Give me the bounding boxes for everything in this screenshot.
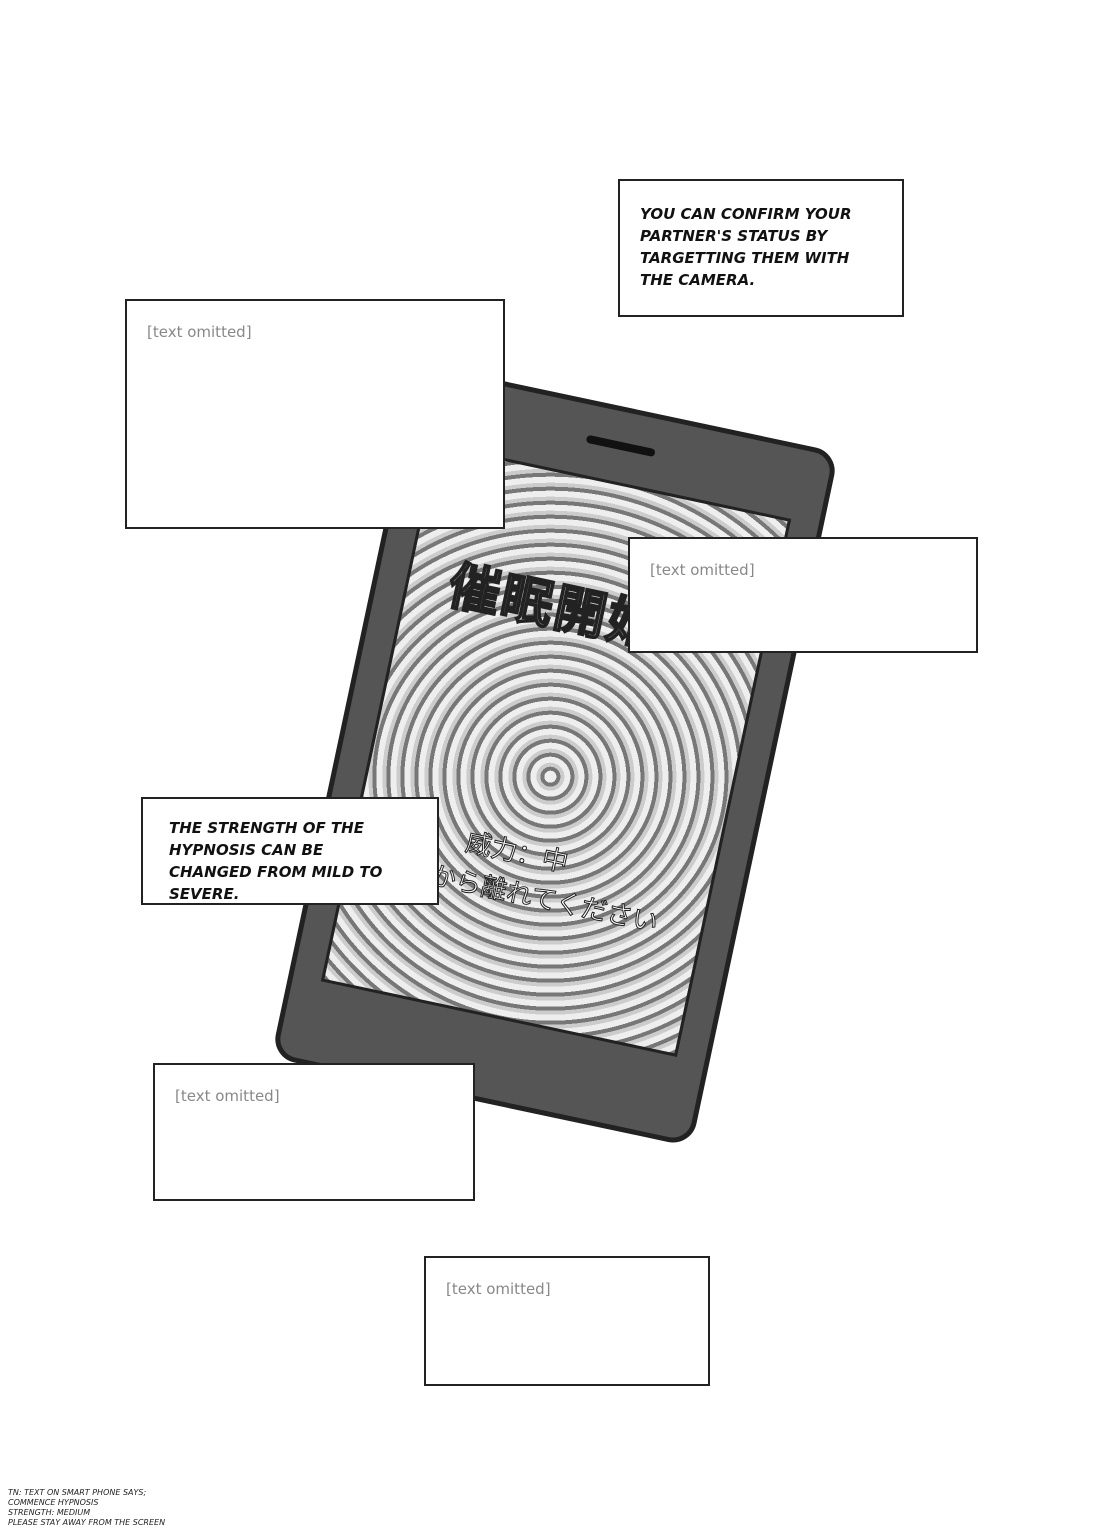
tn-line: TN: Text on smart phone says; [8, 1488, 147, 1497]
caption-text: You can confirm your partner's status by… [640, 205, 852, 289]
tn-line: Strength: Medium [8, 1508, 91, 1517]
phone-speaker [585, 434, 656, 458]
caption-text: The strength of the hypnosis can be chan… [169, 819, 383, 903]
translator-note: TN: Text on smart phone says; Commence h… [8, 1488, 165, 1528]
caption-camera: You can confirm your partner's status by… [618, 179, 904, 317]
tn-line: Commence hypnosis [8, 1498, 99, 1507]
caption-text: [text omitted] [175, 1087, 280, 1105]
tn-line: Please stay away from the screen [8, 1518, 166, 1527]
caption-omitted-1: [text omitted] [125, 299, 505, 529]
phone-screen: 催眠開始 威力：中 画面から離れてください [320, 443, 792, 1057]
caption-text: [text omitted] [446, 1280, 551, 1298]
caption-text: [text omitted] [650, 561, 755, 579]
caption-omitted-4: [text omitted] [424, 1256, 710, 1386]
caption-strength: The strength of the hypnosis can be chan… [141, 797, 439, 905]
caption-omitted-3: [text omitted] [153, 1063, 475, 1201]
caption-omitted-2: [text omitted] [628, 537, 978, 653]
caption-text: [text omitted] [147, 323, 252, 341]
